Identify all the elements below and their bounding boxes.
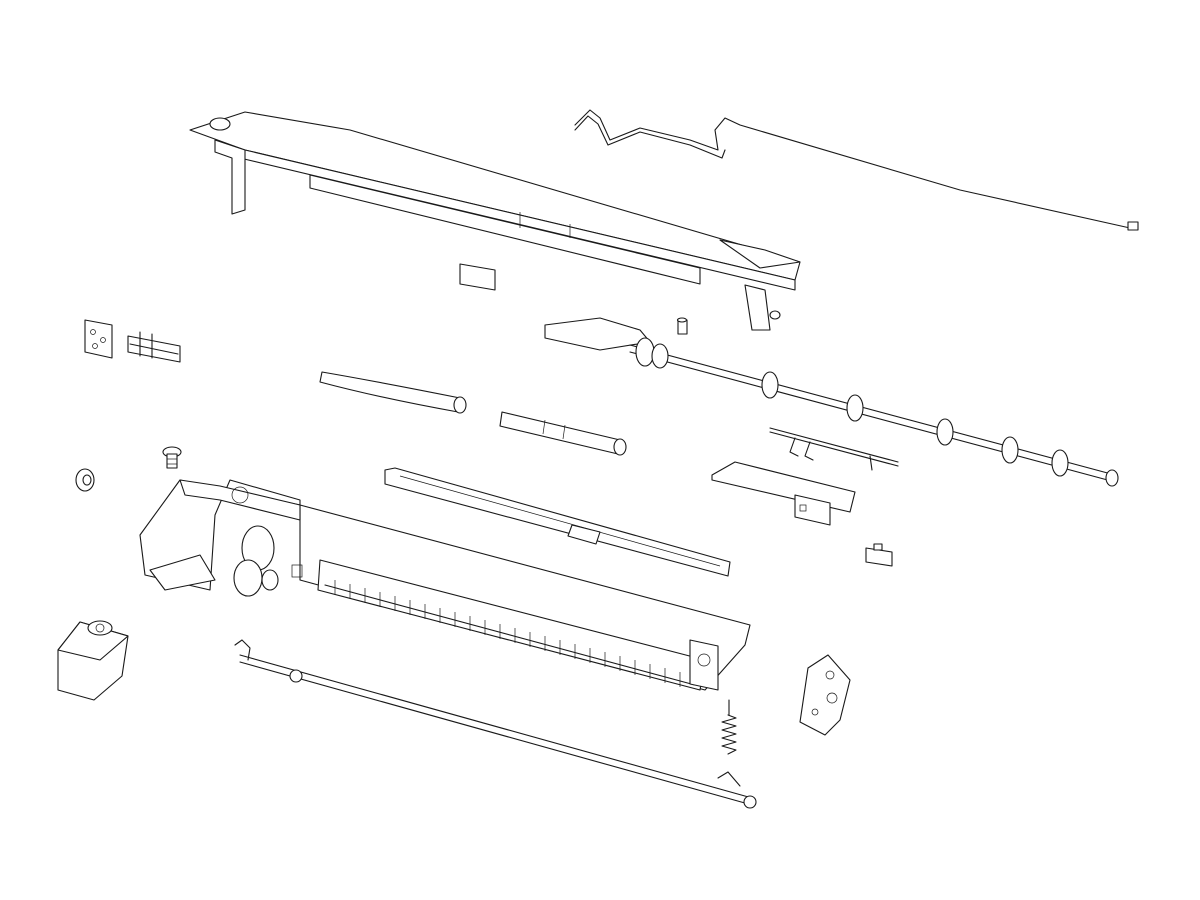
small-post [676,317,688,335]
label-plate [459,263,496,291]
spring [721,699,737,755]
connector-clip [127,331,181,363]
washer [75,468,95,492]
top-cover-bar [189,111,801,331]
motor-block [57,620,129,701]
sensor-bracket [711,461,856,526]
small-bracket [84,319,113,359]
link-rod [234,639,757,809]
left-roller [319,371,467,414]
sensor-actuator [769,427,899,471]
middle-roller [499,411,627,456]
guide-plate [384,467,731,577]
frame-teeth [324,580,696,687]
side-bracket [799,654,851,736]
wire-harness [574,109,1139,231]
small-connector [865,543,893,567]
pickup-shaft [544,317,1119,487]
lower-frame [139,479,751,691]
screw [162,446,182,469]
